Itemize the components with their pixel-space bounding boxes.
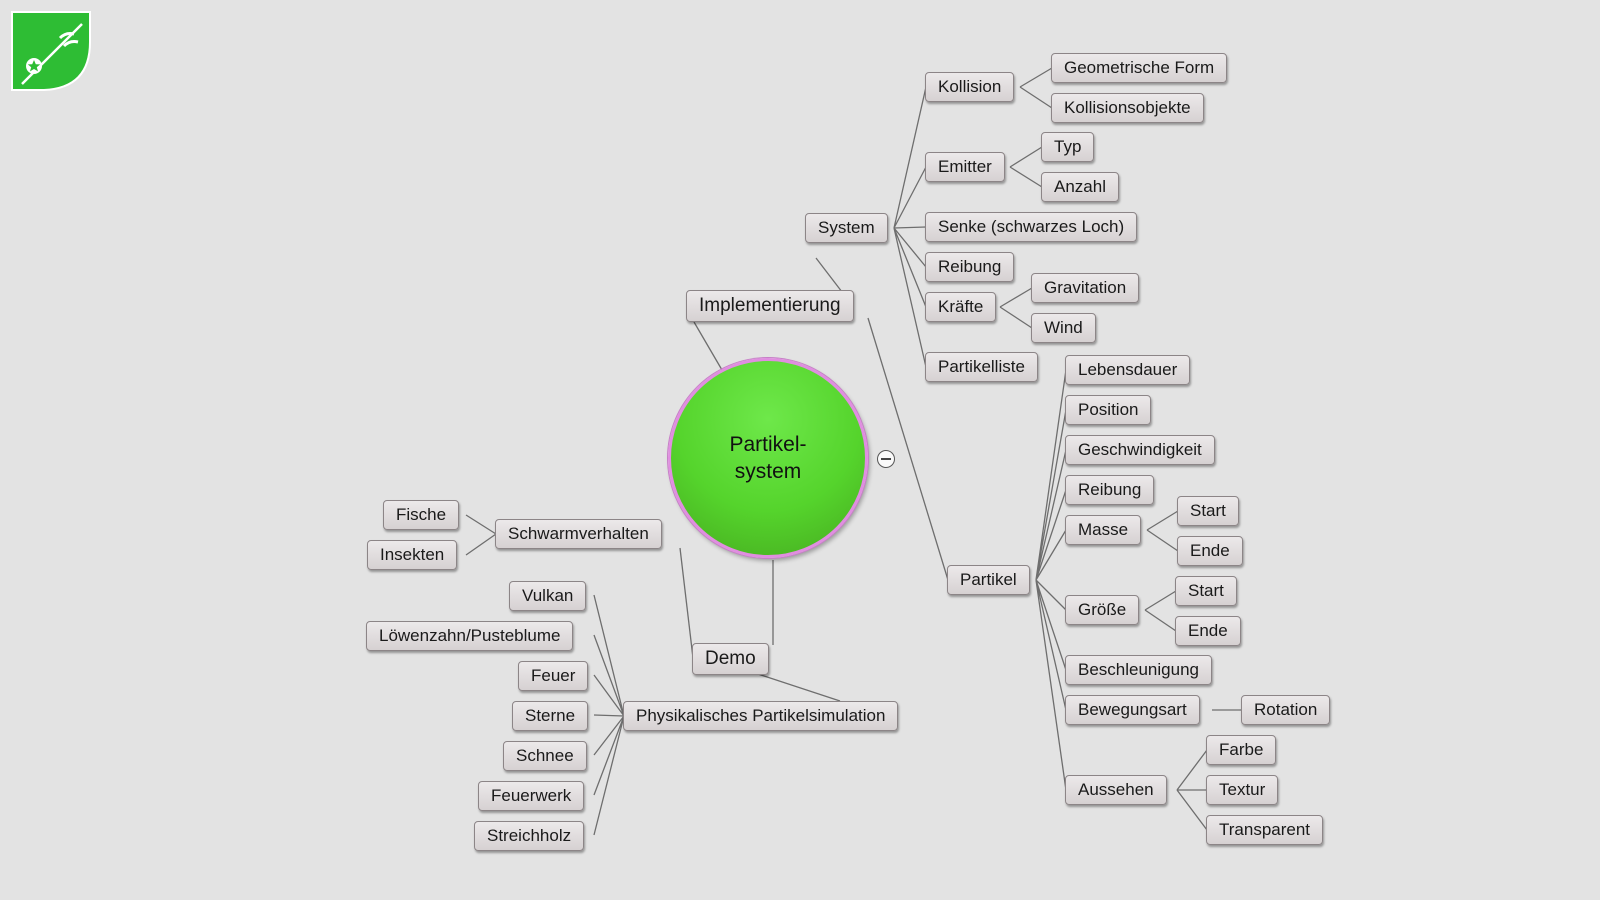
node-textur[interactable]: Textur <box>1206 775 1279 805</box>
connector-schwarm-children <box>465 514 497 556</box>
connector-emitter-children <box>1009 146 1043 188</box>
central-topic[interactable]: Partikel- system <box>668 358 868 558</box>
node-aussehen[interactable]: Aussehen <box>1065 775 1167 805</box>
node-reibung-partikel[interactable]: Reibung <box>1065 475 1155 505</box>
node-masse[interactable]: Masse <box>1065 515 1142 545</box>
node-partikel[interactable]: Partikel <box>947 565 1030 595</box>
connector-aussehen-children <box>1176 749 1208 831</box>
node-geschwindigkeit[interactable]: Geschwindigkeit <box>1065 435 1215 465</box>
node-implementierung[interactable]: Implementierung <box>686 290 854 322</box>
node-feuerwerk[interactable]: Feuerwerk <box>478 781 585 811</box>
central-topic-label: Partikel- system <box>729 433 807 483</box>
node-feuer[interactable]: Feuer <box>518 661 589 691</box>
node-emitter[interactable]: Emitter <box>925 152 1005 182</box>
node-masse-ende[interactable]: Ende <box>1177 536 1243 566</box>
node-kraefte[interactable]: Kräfte <box>925 292 997 322</box>
connector-physik-children <box>593 594 625 836</box>
node-farbe[interactable]: Farbe <box>1206 735 1277 765</box>
node-transparent[interactable]: Transparent <box>1206 815 1324 845</box>
node-schwarmverhalten[interactable]: Schwarmverhalten <box>495 519 662 549</box>
connector-center-implementierung <box>693 321 723 371</box>
node-fische[interactable]: Fische <box>383 500 460 530</box>
node-rotation[interactable]: Rotation <box>1241 695 1331 725</box>
node-senke[interactable]: Senke (schwarzes Loch) <box>925 212 1138 242</box>
node-groesse-ende[interactable]: Ende <box>1175 616 1241 646</box>
connector-demo-physik <box>757 673 841 702</box>
node-demo[interactable]: Demo <box>692 643 769 675</box>
app-logo-icon[interactable] <box>8 8 92 92</box>
connector-system-children <box>893 86 927 368</box>
connector-masse-children <box>1146 510 1179 552</box>
node-anzahl[interactable]: Anzahl <box>1041 172 1119 202</box>
node-kollisionsobjekte[interactable]: Kollisionsobjekte <box>1051 93 1204 123</box>
node-reibung-system[interactable]: Reibung <box>925 252 1015 282</box>
node-partikelliste[interactable]: Partikelliste <box>925 352 1038 382</box>
connector-impl-partikel <box>867 317 949 581</box>
connector-partikel-children <box>1035 369 1067 791</box>
node-bewegungsart[interactable]: Bewegungsart <box>1065 695 1200 725</box>
collapse-minus-icon[interactable] <box>877 450 895 468</box>
node-loewenzahn[interactable]: Löwenzahn/Pusteblume <box>366 621 574 651</box>
connector-kraefte-children <box>999 287 1033 329</box>
node-groesse[interactable]: Größe <box>1065 595 1140 625</box>
connector-demo-schwarm <box>679 547 694 659</box>
node-schnee[interactable]: Schnee <box>503 741 587 771</box>
node-typ[interactable]: Typ <box>1041 132 1095 162</box>
node-physikalische-simulation[interactable]: Physikalisches Partikelsimulation <box>623 701 899 731</box>
node-gravitation[interactable]: Gravitation <box>1031 273 1140 303</box>
node-masse-start[interactable]: Start <box>1177 496 1239 526</box>
node-lebensdauer[interactable]: Lebensdauer <box>1065 355 1191 385</box>
node-streichholz[interactable]: Streichholz <box>474 821 585 851</box>
node-insekten[interactable]: Insekten <box>367 540 458 570</box>
node-position[interactable]: Position <box>1065 395 1152 425</box>
node-wind[interactable]: Wind <box>1031 313 1096 343</box>
node-vulkan[interactable]: Vulkan <box>509 581 587 611</box>
node-beschleunigung[interactable]: Beschleunigung <box>1065 655 1212 685</box>
node-kollision[interactable]: Kollision <box>925 72 1015 102</box>
node-groesse-start[interactable]: Start <box>1175 576 1237 606</box>
node-sterne[interactable]: Sterne <box>512 701 589 731</box>
node-geometrische-form[interactable]: Geometrische Form <box>1051 53 1228 83</box>
node-system[interactable]: System <box>805 213 888 243</box>
connector-groesse-children <box>1144 590 1177 632</box>
connector-kollision-children <box>1019 67 1053 109</box>
